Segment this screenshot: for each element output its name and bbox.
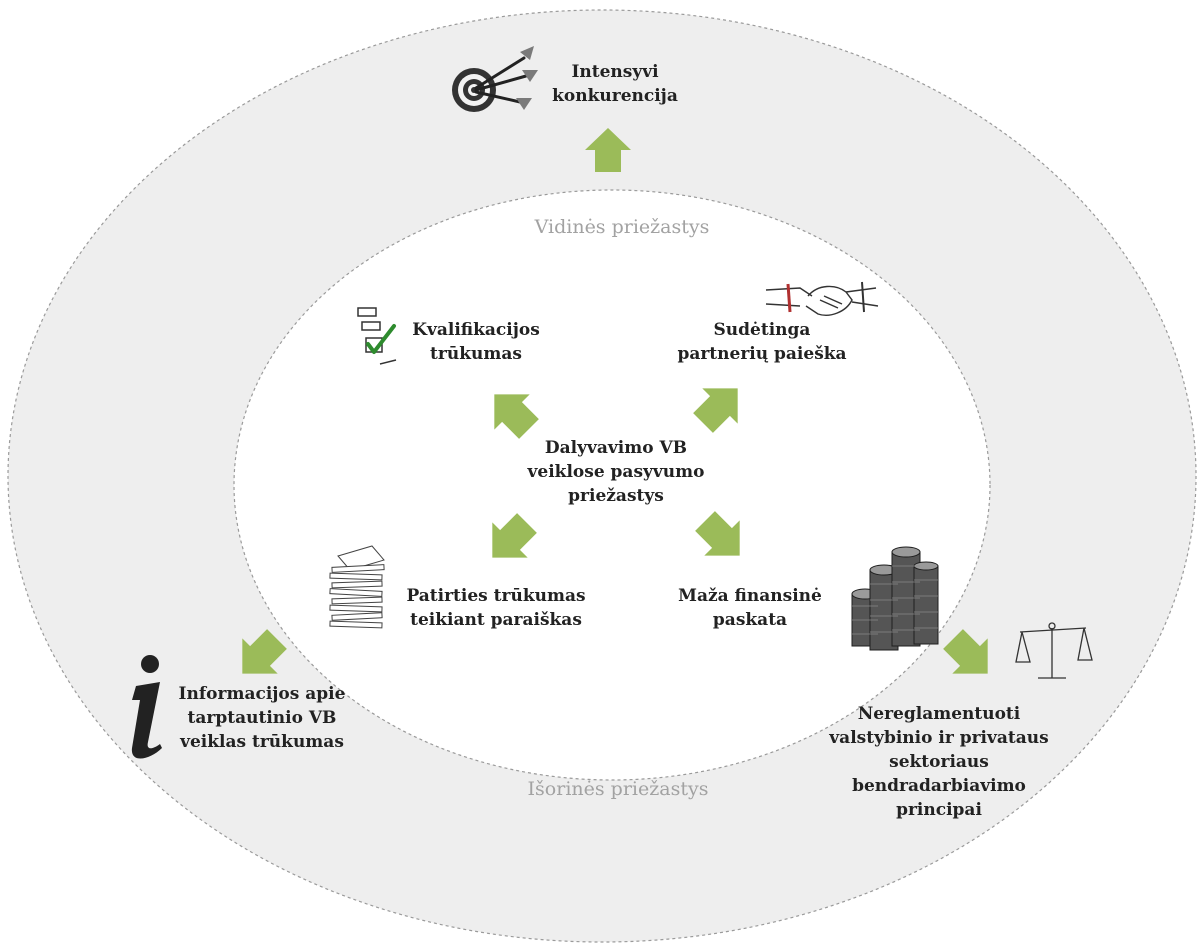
- scales-icon: [1015, 622, 1093, 679]
- cause-experience-label: Patirties trūkumas teikiant paraiškas: [396, 584, 596, 632]
- arrow-to-qualification: [494, 394, 539, 439]
- cause-label-line: veiklas trūkumas: [180, 732, 344, 752]
- center-label-line: Dalyvavimo VB: [544, 438, 688, 458]
- inner-zone-ellipse: [233, 189, 991, 781]
- cause-label-line: partnerių paieška: [677, 344, 847, 364]
- cause-competition-label: Intensyvi konkurencija: [540, 60, 690, 108]
- coin-stacks-icon: [851, 546, 939, 651]
- cause-label-line: bendradarbiavimo: [852, 776, 1026, 796]
- target-darts-icon: [452, 46, 538, 112]
- cause-label-line: Nereglamentuoti: [857, 704, 1021, 724]
- arrow-to-regulation: [943, 629, 988, 674]
- center-label-line: priežastys: [568, 486, 664, 506]
- cause-label-line: principai: [896, 800, 982, 820]
- cause-label-line: trūkumas: [430, 344, 522, 364]
- center-label-line: veiklose pasyvumo: [527, 462, 705, 482]
- handshake-icon: [765, 281, 879, 316]
- center-label: Dalyvavimo VB veiklose pasyvumo priežast…: [506, 436, 726, 508]
- cause-qualification-label: Kvalifikacijos trūkumas: [386, 318, 566, 366]
- arrows: [242, 128, 988, 674]
- cause-label-line: tarptautinio VB: [187, 708, 337, 728]
- cause-label-line: konkurencija: [552, 86, 678, 106]
- arrow-to-finance: [695, 511, 740, 556]
- info-icon: [131, 655, 162, 759]
- cause-label-line: teikiant paraiškas: [410, 610, 582, 630]
- cause-label-line: valstybinio ir privataus: [829, 728, 1049, 748]
- cause-label-line: Kvalifikacijos: [412, 320, 540, 340]
- cause-partners-label: Sudėtinga partnerių paieška: [662, 318, 862, 366]
- cause-label-line: Sudėtinga: [713, 320, 811, 340]
- cause-finance-label: Maža finansinė paskata: [660, 584, 840, 632]
- outer-zone-caption: Išorinės priežastys: [527, 778, 709, 800]
- cause-label-line: sektoriaus: [889, 752, 989, 772]
- paper-stack-icon: [329, 545, 385, 629]
- arrow-to-information: [242, 629, 287, 674]
- cause-label-line: paskata: [712, 610, 788, 630]
- arrow-to-partners: [693, 388, 738, 433]
- cause-label-line: Patirties trūkumas: [406, 586, 586, 606]
- cause-label-line: Intensyvi: [571, 62, 659, 82]
- inner-zone-caption: Vidinės priežastys: [534, 216, 710, 238]
- cause-information-label: Informacijos apie tarptautinio VB veikla…: [162, 682, 362, 754]
- cause-label-line: Maža finansinė: [678, 586, 822, 606]
- cause-label-line: Informacijos apie: [178, 684, 346, 704]
- arrow-to-experience: [492, 513, 537, 558]
- checklist-icon: [357, 307, 397, 365]
- arrow-up-competition: [585, 128, 631, 172]
- cause-regulation-label: Nereglamentuoti valstybinio ir privataus…: [824, 702, 1054, 822]
